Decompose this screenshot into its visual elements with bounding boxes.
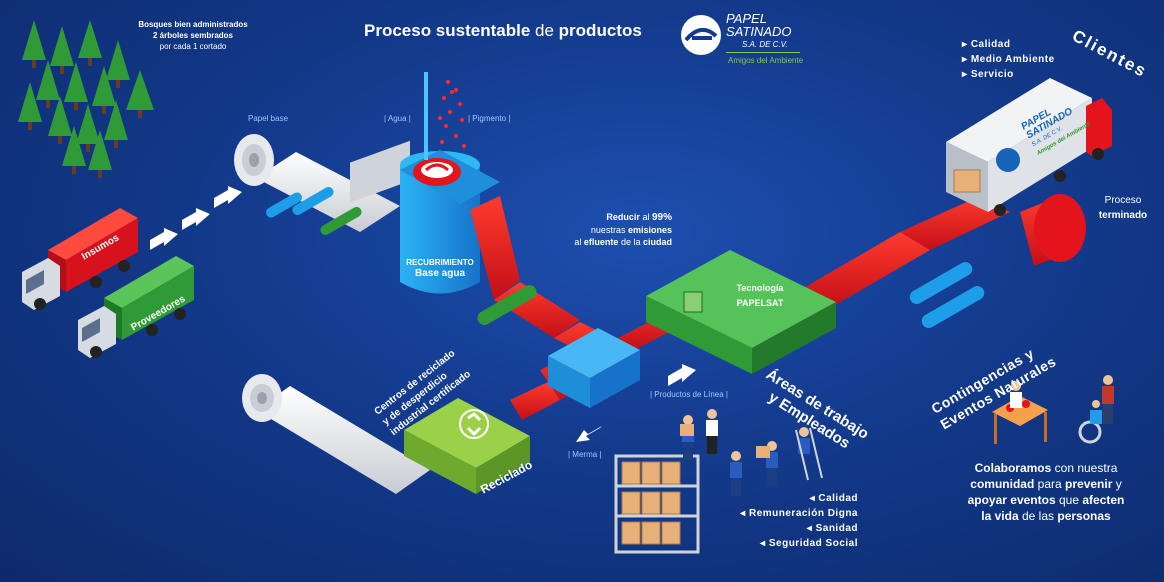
areas-item: ◂ Calidad <box>809 493 858 504</box>
papel-base-label: Papel base <box>248 114 289 123</box>
logo-legal: S.A. DE C.V. <box>742 40 788 49</box>
emissions-line-1: Reducir al 99% <box>540 211 672 224</box>
cont-line-1: Colaboramos con nuestra <box>974 461 1118 475</box>
emissions-nuestras: nuestras <box>590 225 626 235</box>
emissions-efluente: efluente <box>583 237 619 247</box>
base-agua-label: Base agua <box>414 268 466 279</box>
clientes-list: ▸ Calidad ▸ Medio Ambiente ▸ Servicio <box>962 37 1055 82</box>
clientes-item: ▸ Calidad <box>962 39 1011 50</box>
tree-icon <box>18 20 154 170</box>
coating-tank <box>350 72 500 294</box>
logo-name-1: PAPEL <box>726 11 767 26</box>
emissions-al: al <box>642 212 650 222</box>
emissions-emisiones: emisiones <box>627 225 672 235</box>
cont-line-3: apoyar eventos que afecten <box>967 493 1125 507</box>
emissions-al-2: al <box>574 237 582 247</box>
pigmento-label: | Pigmento | <box>468 114 511 123</box>
bullet-icon: ◂ <box>809 493 819 504</box>
forest-trees <box>18 20 154 178</box>
client-truck <box>946 78 1112 216</box>
proceso-line-1: Proceso <box>1104 195 1142 206</box>
productos-linea-label: | Productos de Línea | <box>650 390 728 399</box>
clientes-item: ▸ Medio Ambiente <box>962 54 1055 65</box>
title-bold-2: productos <box>558 21 642 40</box>
forest-line-1: Bosques bien administrados <box>138 20 248 29</box>
tecnologia-label: Tecnología PAPELSAT <box>720 281 800 311</box>
arrow-right-icon <box>668 364 696 386</box>
person-icon <box>680 409 823 496</box>
bullet-icon: ▸ <box>962 39 971 50</box>
title-normal: de <box>535 21 554 40</box>
areas-item: ◂ Sanidad <box>806 523 858 534</box>
forest-line-2: 2 árboles sembrados <box>152 31 234 40</box>
bullet-icon: ▸ <box>962 54 971 65</box>
logo-divider <box>726 52 800 53</box>
forest-caption: Bosques bien administrados 2 árboles sem… <box>118 19 268 52</box>
tecnologia-line-2: PAPELSAT <box>736 298 784 308</box>
proveedores-truck <box>78 256 194 358</box>
emissions-ciudad: ciudad <box>642 237 672 247</box>
community-scene <box>992 375 1114 444</box>
papelsat-machine <box>646 250 836 374</box>
contingencias-text: Colaboramos con nuestra comunidad para p… <box>934 460 1158 524</box>
proceso-terminado-label: Proceso terminado <box>1088 193 1158 223</box>
tecnologia-line-1: Tecnología <box>736 283 784 293</box>
recycle-icon <box>459 409 489 439</box>
areas-item: ◂ Seguridad Social <box>760 538 858 549</box>
cont-line-4: la vida de las personas <box>981 509 1111 523</box>
emissions-line-3: al efluente de la ciudad <box>540 236 672 248</box>
wheelchair-icon <box>1078 400 1102 444</box>
proceso-line-2: terminado <box>1098 210 1148 221</box>
company-logo: PAPEL SATINADO S.A. DE C.V. Amigos del A… <box>680 12 810 70</box>
emissions-line-2: nuestras emisiones <box>540 224 672 236</box>
forest-line-3: por cada 1 cortado <box>159 42 227 51</box>
arrow-right-icon <box>150 186 242 250</box>
box-icon <box>614 454 700 554</box>
clientes-item: ▸ Servicio <box>962 69 1014 80</box>
page-title: Proceso sustentable de productos <box>364 21 642 41</box>
bullet-icon: ◂ <box>760 538 769 549</box>
bullet-icon: ▸ <box>962 69 971 80</box>
bullet-icon: ◂ <box>806 523 816 534</box>
logo-tagline: Amigos del Ambiente <box>728 56 804 65</box>
arrow-right-icon <box>576 426 602 442</box>
recubrimiento-label: RECUBRIMIENTO <box>406 258 474 267</box>
emissions-reducir: Reducir <box>606 212 640 222</box>
areas-list: ◂ Calidad ◂ Remuneración Digna ◂ Sanidad… <box>738 491 858 551</box>
areas-item: ◂ Remuneración Digna <box>740 508 858 519</box>
emissions-de-la: de la <box>620 237 641 247</box>
pigment-drops <box>438 80 466 148</box>
agua-label: | Agua | <box>384 114 411 123</box>
roller-icon <box>266 187 362 235</box>
process-paper-path <box>470 194 1086 420</box>
insumos-truck <box>22 208 138 310</box>
emissions-percent: 99% <box>651 212 672 223</box>
product-line-box <box>548 328 640 408</box>
recycled-paper-roll <box>242 374 430 494</box>
merma-label: | Merma | <box>568 450 602 459</box>
cont-line-2: comunidad para prevenir y <box>970 477 1122 491</box>
logo-mark-icon <box>681 15 721 55</box>
title-bold-1: Proceso sustentable <box>364 21 531 40</box>
bullet-icon: ◂ <box>740 508 749 519</box>
roller-icon <box>477 262 985 328</box>
recycling-machine <box>404 398 530 494</box>
logo-name-2: SATINADO <box>726 24 792 39</box>
emissions-caption: Reducir al 99% nuestras emisiones al efl… <box>540 211 672 248</box>
